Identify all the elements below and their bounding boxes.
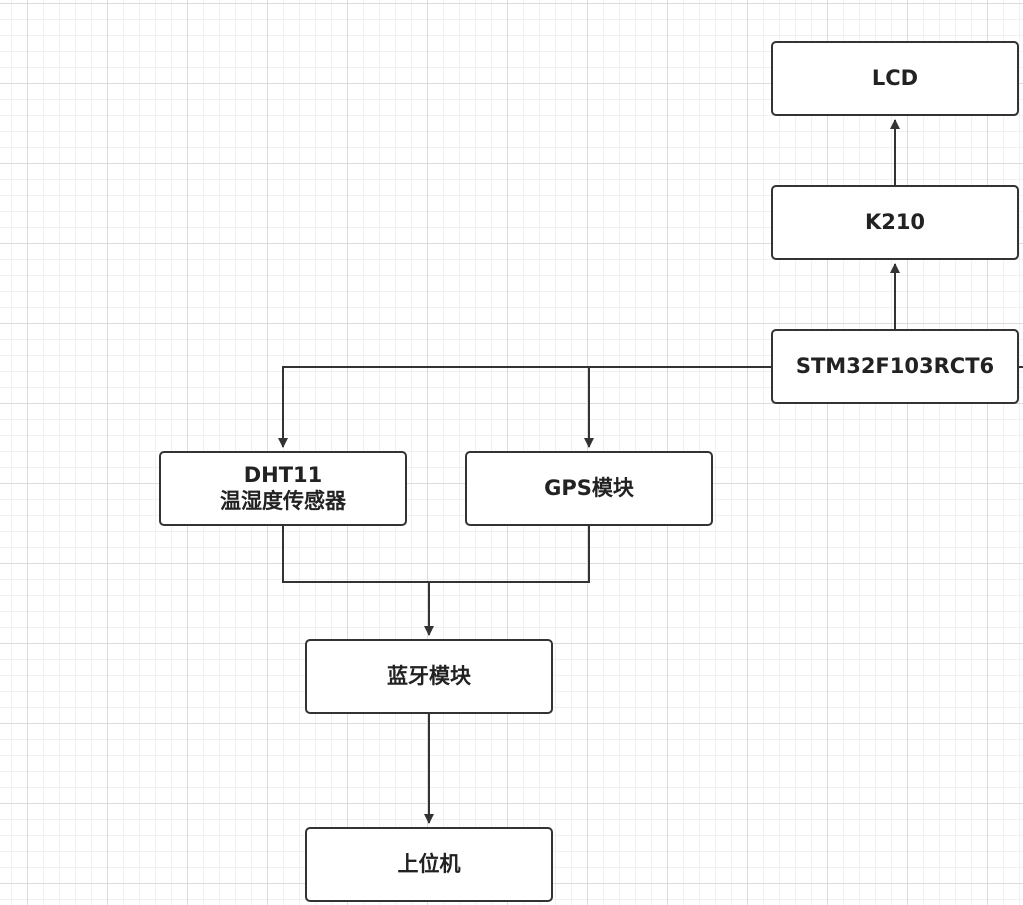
- node-dht11-sublabel: 温湿度传感器: [220, 488, 346, 513]
- edge-stm32-to-dht11: [278, 366, 771, 448]
- node-gps-label: GPS模块: [544, 475, 634, 500]
- node-stm32-label: STM32F103RCT6: [795, 353, 995, 378]
- edge-gps-to-bluetooth: [429, 526, 590, 583]
- edge-dht11-to-bluetooth: [282, 526, 434, 636]
- node-k210-label: K210: [864, 209, 926, 234]
- node-stm32: STM32F103RCT6: [771, 329, 1019, 404]
- node-lcd-label: LCD: [871, 65, 919, 90]
- node-gps: GPS模块: [465, 451, 713, 526]
- node-dht11: DHT11 温湿度传感器: [159, 451, 407, 526]
- node-k210: K210: [771, 185, 1019, 260]
- edge-stm32-to-gps: [584, 366, 771, 448]
- node-bluetooth: 蓝牙模块: [305, 639, 553, 714]
- node-lcd: LCD: [771, 41, 1019, 116]
- node-host-pc: 上位机: [305, 827, 553, 902]
- node-dht11-label: DHT11: [243, 463, 323, 488]
- node-bluetooth-label: 蓝牙模块: [387, 663, 471, 688]
- node-host-pc-label: 上位机: [397, 851, 461, 876]
